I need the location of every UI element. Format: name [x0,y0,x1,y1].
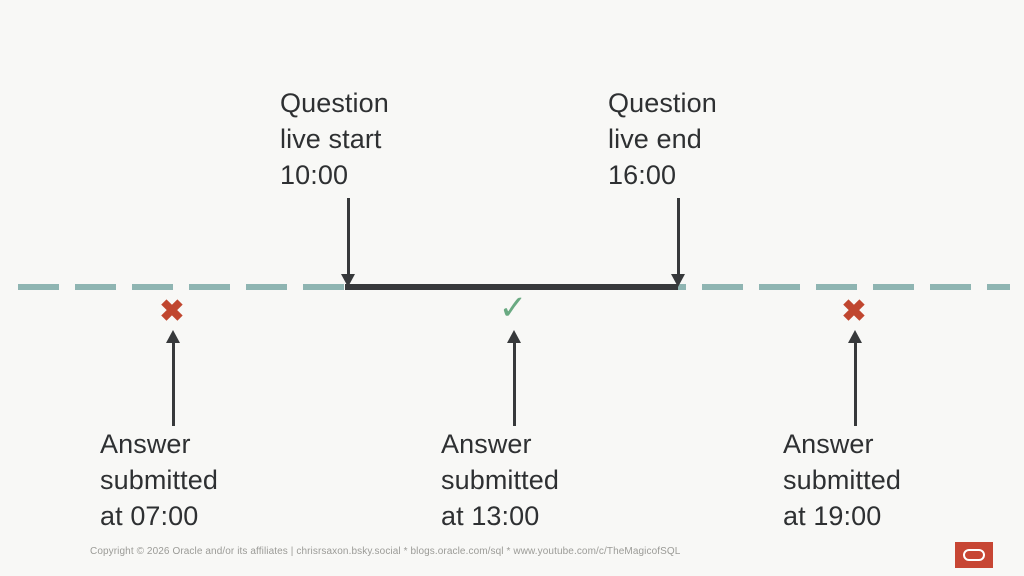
check-icon-answer-13: ✓ [498,289,528,327]
cross-icon-answer-19: ✖ [841,295,867,328]
label-answer-19: Answer submitted at 19:00 [783,429,901,531]
arrow-answer-19 [848,330,862,426]
arrow-question-live-end [671,198,685,287]
arrow-answer-07 [166,330,180,426]
arrow-answer-13 [507,330,521,426]
footer-copyright: Copyright © 2026 Oracle and/or its affil… [90,546,681,557]
cross-icon-answer-07: ✖ [159,295,185,328]
oracle-ring-icon [963,549,985,561]
label-question-live-end: Question live end 16:00 [608,88,717,190]
timeline-live-window-segment [345,284,678,290]
label-answer-07: Answer submitted at 07:00 [100,429,218,531]
arrow-question-live-start [341,198,355,287]
label-answer-13: Answer submitted at 13:00 [441,429,559,531]
label-question-live-start: Question live start 10:00 [280,88,389,190]
oracle-logo [955,542,993,568]
